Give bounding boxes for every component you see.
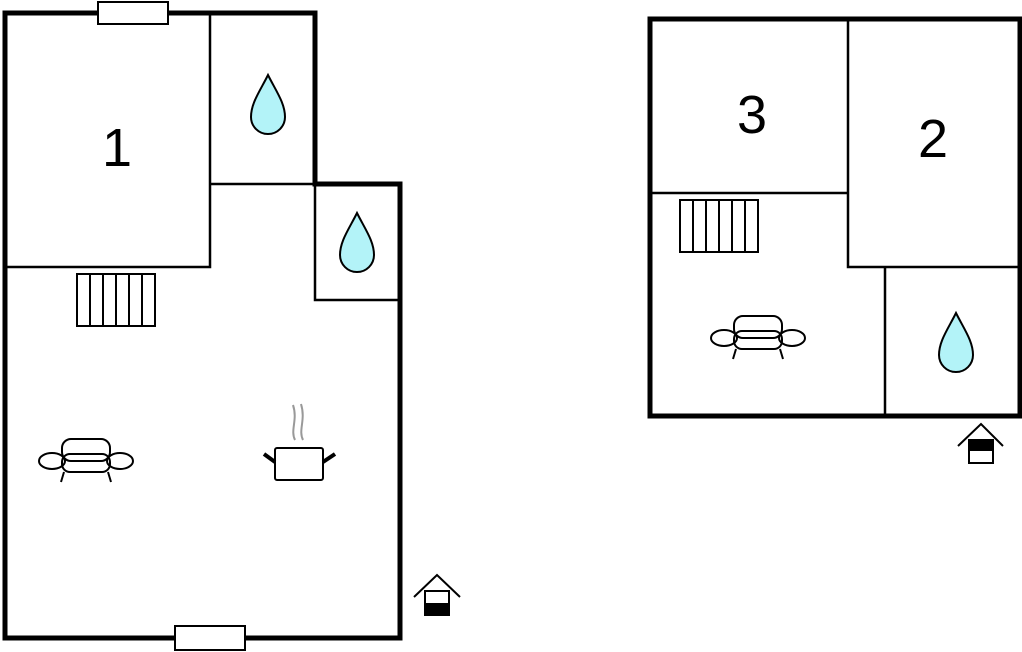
inner-walls <box>5 13 400 302</box>
sofa-icon <box>710 315 806 360</box>
outer-wall <box>647 16 1022 419</box>
cooking-pot-icon <box>262 403 337 481</box>
room-label-2: 2 <box>918 109 948 169</box>
window-icon <box>97 1 169 25</box>
inner-walls <box>650 19 1020 416</box>
sofa-icon <box>38 438 134 483</box>
water-drop-icon <box>938 312 974 373</box>
upper-floor-plan: 3 2 <box>647 16 1022 464</box>
outer-wall <box>2 10 403 641</box>
water-drop-icon <box>339 212 375 273</box>
radiator-icon <box>76 273 156 327</box>
window-icon <box>174 625 246 651</box>
room-label-3: 3 <box>737 85 767 145</box>
ground-floor-plan: 1 <box>2 1 461 651</box>
water-drop-icon <box>250 74 286 135</box>
radiator-icon <box>679 199 759 253</box>
room-label-1: 1 <box>102 118 132 178</box>
entrance-house-icon <box>413 573 461 616</box>
entrance-house-icon <box>957 422 1004 464</box>
